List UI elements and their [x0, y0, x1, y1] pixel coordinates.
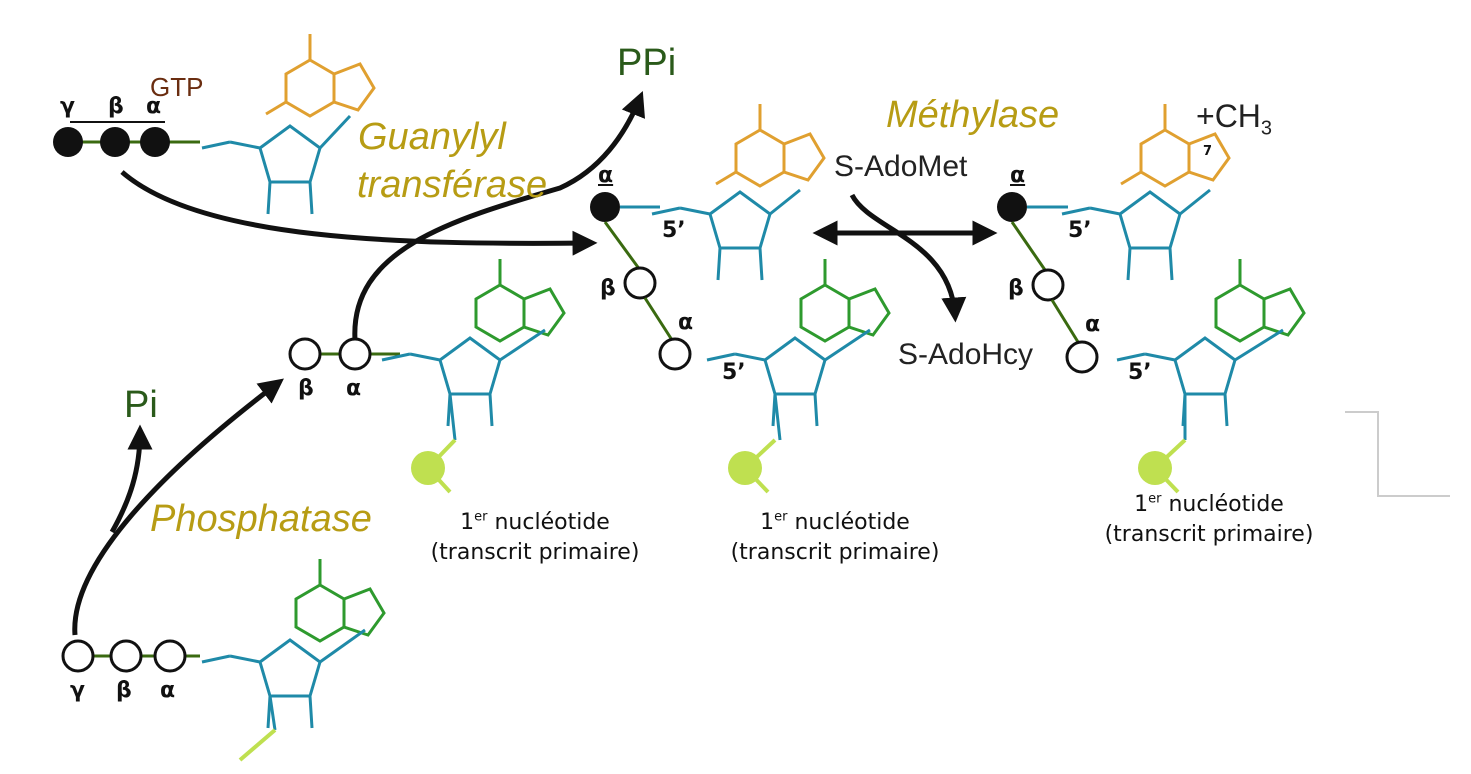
transferase-label: transférase [357, 164, 548, 206]
corner-divider [1345, 411, 1450, 497]
capped-intermediate [590, 102, 891, 494]
methyl-group-label: +CH3 [1196, 98, 1273, 140]
right-alpha-label: α [1085, 312, 1101, 337]
pp-alpha-phosphate [338, 337, 372, 371]
right-5prime: 5’ [1128, 360, 1152, 385]
right-rna-bead [1138, 451, 1172, 485]
mid-cap-5prime: 5’ [662, 218, 686, 243]
mid-beta-phosphate [623, 266, 657, 300]
gtp-alpha-phosphate [140, 127, 170, 157]
caption-left: 1er nucléotide (transcrit primaire) [430, 509, 640, 565]
mid-cap-alpha-label: α [598, 163, 614, 188]
ppi-label: PPi [617, 42, 677, 84]
pp-rna-bead [411, 451, 445, 485]
adomet-label: S-AdoMet [834, 150, 968, 183]
phosphatase-label: Phosphatase [150, 498, 372, 540]
methylase-label: Méthylase [886, 94, 1060, 136]
diphosphate-transcript [288, 257, 566, 494]
adomet-to-adohcy-arrow [849, 193, 967, 323]
gamma-label: γ [60, 94, 75, 119]
caption-right: 1er nucléotide (transcrit primaire) [1104, 491, 1314, 547]
methylated-cap [997, 102, 1306, 494]
pp-beta-phosphate [288, 337, 322, 371]
pp-alpha-label: α [346, 376, 362, 401]
caption-middle: 1er nucléotide (transcrit primaire) [730, 509, 940, 565]
ppi-release-arrow [352, 91, 646, 341]
pi-label: Pi [124, 384, 158, 426]
gtp-molecule [53, 32, 376, 216]
pp-beta-label: β [298, 376, 314, 401]
triphosphate-transcript [61, 557, 386, 762]
mid-5prime: 5’ [722, 360, 746, 385]
right-alpha-phosphate [1065, 340, 1099, 374]
cap-alpha-phosphate [590, 192, 620, 222]
m7-alpha-phosphate [997, 192, 1027, 222]
ppp-gamma-phosphate [61, 639, 95, 673]
mid-beta-label: β [600, 276, 616, 301]
right-cap-alpha-label: α [1010, 163, 1026, 188]
ppp-beta-phosphate [109, 639, 143, 673]
reaction-arrows [72, 91, 998, 636]
phosphatase-arrow [72, 378, 284, 636]
right-beta-label: β [1008, 276, 1024, 301]
ppp-alpha-phosphate [153, 639, 187, 673]
gtp-label: GTP [150, 72, 204, 102]
gtp-transfer-arrow [120, 170, 598, 256]
mid-alpha-label: α [678, 310, 694, 335]
ppp-gamma-label: γ [70, 678, 85, 703]
right-cap-5prime: 5’ [1068, 218, 1092, 243]
mid-alpha-phosphate [658, 337, 692, 371]
beta-label: β [108, 94, 124, 119]
ppp-beta-label: β [116, 678, 132, 703]
gtp-beta-phosphate [100, 127, 130, 157]
pi-release-arrow [109, 424, 153, 534]
right-beta-phosphate [1031, 268, 1065, 302]
guanylyl-label: Guanylyl [358, 116, 506, 158]
n7-position-label: 7 [1203, 144, 1213, 159]
mid-rna-bead [728, 451, 762, 485]
alpha-label: α [146, 94, 162, 119]
gtp-gamma-phosphate [53, 127, 83, 157]
adohcy-label: S-AdoHcy [898, 338, 1034, 371]
ppp-alpha-label: α [160, 678, 176, 703]
